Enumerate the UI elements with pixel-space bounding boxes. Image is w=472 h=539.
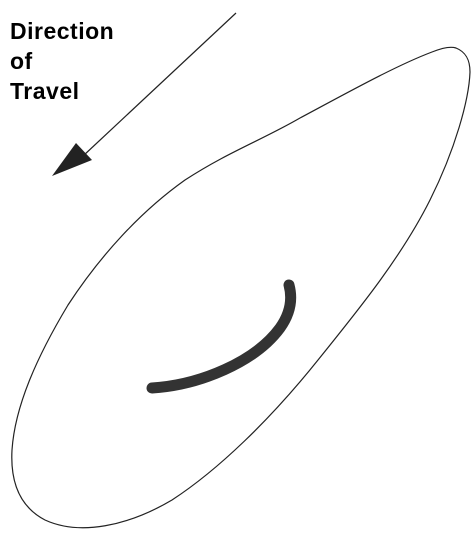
direction-arrow-shaft: [83, 13, 236, 156]
direction-arrow-head: [52, 143, 92, 176]
curved-mark: [152, 285, 291, 388]
elongated-outline: [12, 47, 470, 527]
